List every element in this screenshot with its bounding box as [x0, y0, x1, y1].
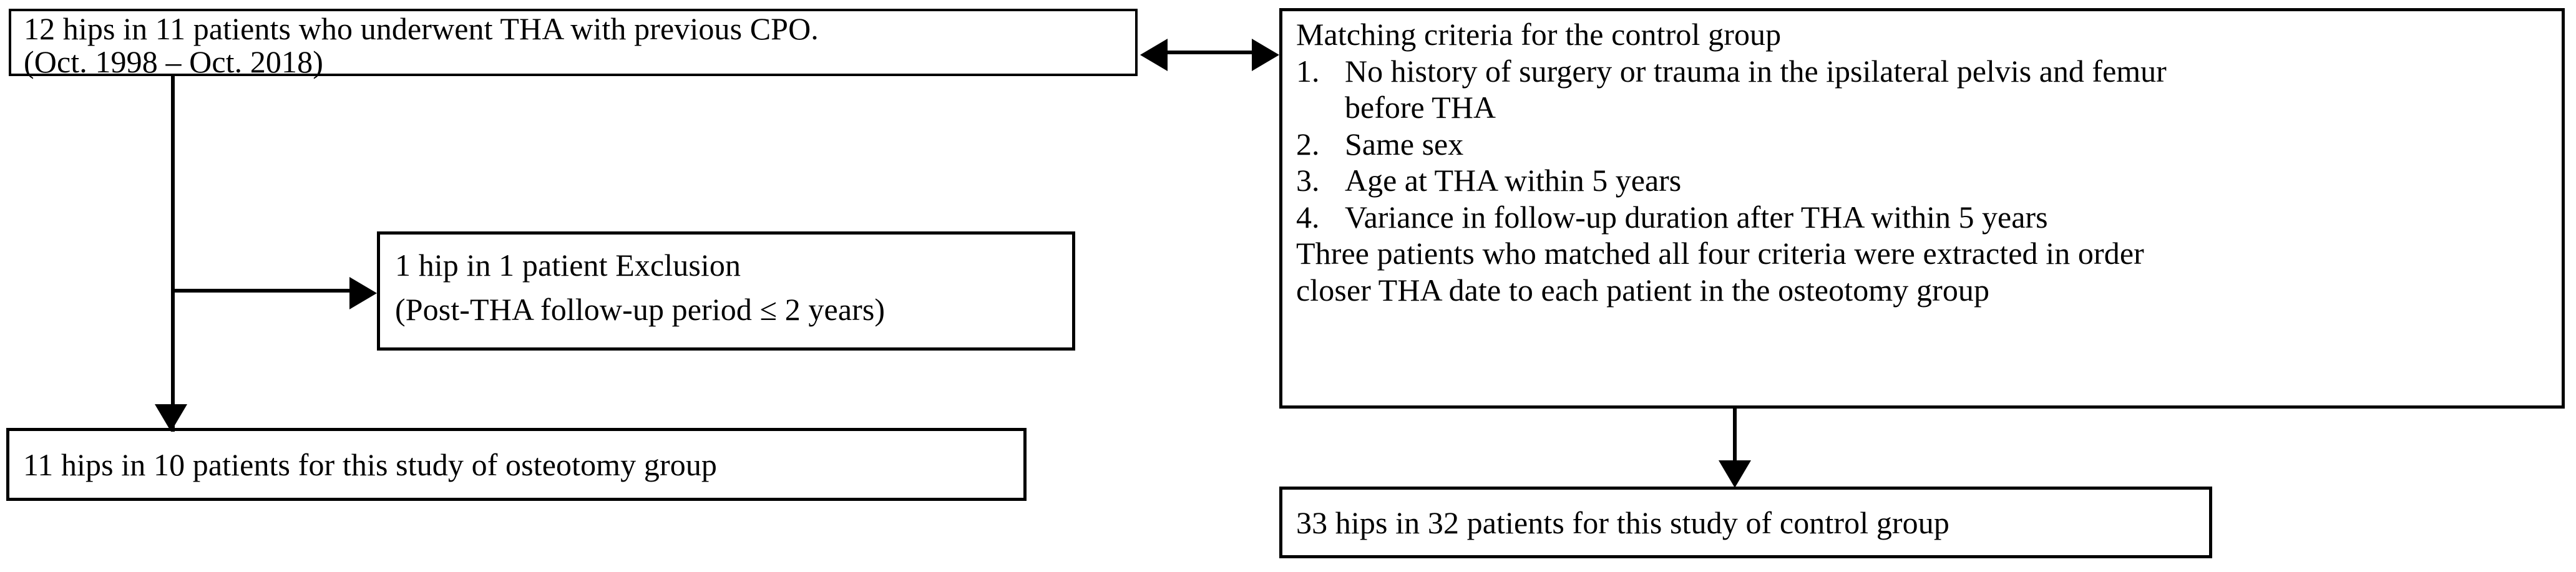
control-group-box: 33 hips in 32 patients for this study of… — [1279, 487, 2212, 558]
osteotomy-group-line-1: 11 hips in 10 patients for this study of… — [23, 447, 718, 482]
exclusion-line-2: (Post-THA follow-up period ≤ 2 years) — [395, 292, 886, 327]
criteria-item-body: No history of surgery or trauma in the i… — [1345, 53, 2554, 126]
connector-source-to-osteotomy-line — [171, 76, 175, 432]
criteria-item-line-1: Variance in follow-up duration after THA… — [1345, 199, 2048, 235]
criteria-item-number: 4. — [1296, 199, 1320, 235]
connector-source-to-exclusion-line — [173, 289, 354, 293]
criteria-item: 1. No history of surgery or trauma in th… — [1296, 53, 2554, 126]
criteria-item-line-1: Same sex — [1345, 126, 1464, 162]
criteria-item-number: 2. — [1296, 126, 1320, 162]
matching-criteria-box: Matching criteria for the control group … — [1279, 8, 2565, 409]
criteria-item-body: Same sex — [1345, 126, 2554, 163]
source-cohort-line-2: (Oct. 1998 – Oct. 2018) — [24, 44, 323, 79]
criteria-item: 3. Age at THA within 5 years — [1296, 162, 2554, 199]
control-group-line-1: 33 hips in 32 patients for this study of… — [1296, 505, 1949, 540]
criteria-item-body: Age at THA within 5 years — [1345, 162, 2554, 199]
criteria-item: 2. Same sex — [1296, 126, 2554, 163]
matching-criteria-heading: Matching criteria for the control group — [1296, 17, 1782, 52]
arrow-down-icon — [155, 404, 187, 432]
arrow-left-icon — [1140, 39, 1168, 71]
arrow-down-icon — [1719, 460, 1751, 488]
criteria-item-body: Variance in follow-up duration after THA… — [1345, 199, 2554, 236]
criteria-item-number: 3. — [1296, 163, 1320, 198]
criteria-item-line-1: No history of surgery or trauma in the i… — [1345, 53, 2167, 89]
exclusion-line-1: 1 hip in 1 patient Exclusion — [395, 248, 741, 283]
matching-criteria-footer-line-1: Three patients who matched all four crit… — [1296, 236, 2144, 271]
source-cohort-line-1: 12 hips in 11 patients who underwent THA… — [24, 11, 819, 46]
matching-criteria-footer-line-2: closer THA date to each patient in the o… — [1296, 272, 1990, 308]
connector-source-to-criteria-line — [1166, 51, 1253, 54]
osteotomy-group-box: 11 hips in 10 patients for this study of… — [6, 428, 1027, 501]
criteria-item-number: 1. — [1296, 53, 1320, 89]
arrow-right-icon — [1252, 39, 1279, 71]
matching-criteria-list: 1. No history of surgery or trauma in th… — [1296, 53, 2554, 236]
exclusion-box: 1 hip in 1 patient Exclusion (Post-THA f… — [377, 231, 1075, 351]
criteria-item-line-1: Age at THA within 5 years — [1345, 163, 1682, 198]
criteria-item: 4. Variance in follow-up duration after … — [1296, 199, 2554, 236]
source-cohort-box: 12 hips in 11 patients who underwent THA… — [9, 9, 1138, 79]
criteria-item-line-2: before THA — [1345, 90, 1496, 125]
connector-criteria-to-control-line — [1733, 409, 1737, 462]
arrow-right-icon — [349, 277, 377, 309]
